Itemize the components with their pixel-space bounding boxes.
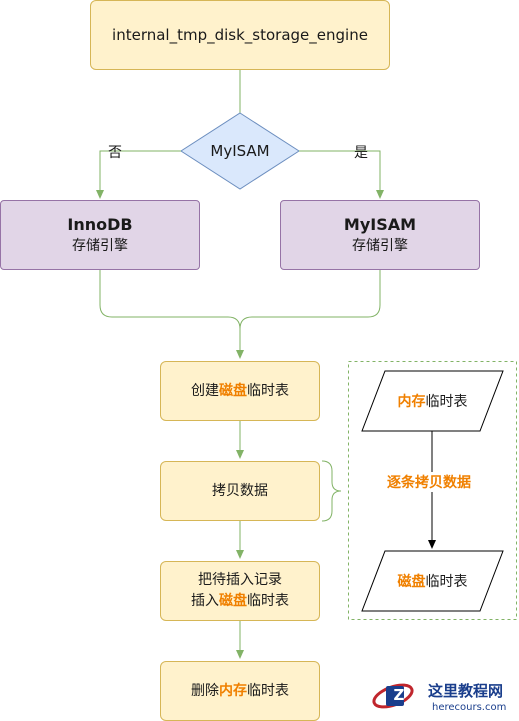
create-prefix: 创建 xyxy=(191,382,219,399)
myisam-engine-box: MyISAM 存储引擎 xyxy=(280,200,480,270)
no-branch-label: 否 xyxy=(108,145,122,161)
insert-highlight: 磁盘 xyxy=(219,593,247,609)
myisam-subtitle: 存储引擎 xyxy=(352,238,408,254)
delete-memory-table-text: 删除内存临时表 xyxy=(191,681,289,702)
innodb-subtitle: 存储引擎 xyxy=(72,238,128,254)
row-copy-label: 逐条拷贝数据 xyxy=(387,472,471,492)
insert-record-line2: 插入磁盘临时表 xyxy=(191,591,289,612)
decision-text: MyISAM xyxy=(210,142,270,160)
insert-record-line1: 把待插入记录 xyxy=(198,572,282,588)
disk-table-shape xyxy=(361,550,504,612)
copy-data-text: 拷贝数据 xyxy=(212,482,268,499)
myisam-title: MyISAM xyxy=(343,215,417,234)
watermark-logo-icon xyxy=(372,683,414,709)
watermark: Z 这里教程网 herecours.com xyxy=(372,678,517,720)
memory-table-shape xyxy=(361,370,504,432)
disk-table-highlight: 磁盘 xyxy=(397,574,426,590)
innodb-title: InnoDB xyxy=(67,215,133,234)
create-highlight: 磁盘 xyxy=(219,382,247,399)
connector-myisam-merge xyxy=(239,270,381,330)
insert-suffix: 临时表 xyxy=(247,593,289,609)
connector-yes-branch xyxy=(299,150,384,199)
engine-setting-text: internal_tmp_disk_storage_engine xyxy=(112,26,368,44)
detail-group-frame xyxy=(348,361,517,620)
decision-label: MyISAM xyxy=(181,113,299,189)
curly-brace xyxy=(321,460,342,522)
delete-prefix: 删除 xyxy=(191,682,219,699)
delete-highlight: 内存 xyxy=(219,682,247,699)
memory-table-label: 内存临时表 xyxy=(362,371,503,431)
create-disk-table-box: 创建磁盘临时表 xyxy=(160,361,320,421)
engine-setting-box: internal_tmp_disk_storage_engine xyxy=(90,0,390,70)
watermark-letter: Z xyxy=(393,686,405,704)
connector-innodb-merge xyxy=(99,270,244,359)
watermark-name: 这里教程网 xyxy=(428,682,504,700)
memory-table-highlight: 内存 xyxy=(397,394,426,410)
watermark-url: herecours.com xyxy=(432,702,507,713)
innodb-engine-box: InnoDB 存储引擎 xyxy=(0,200,200,270)
disk-table-label: 磁盘临时表 xyxy=(362,551,503,611)
create-disk-table-text: 创建磁盘临时表 xyxy=(191,381,289,402)
delete-suffix: 临时表 xyxy=(247,682,289,699)
disk-table-suffix: 临时表 xyxy=(425,574,468,590)
delete-memory-table-box: 删除内存临时表 xyxy=(160,661,320,721)
copy-data-box: 拷贝数据 xyxy=(160,461,320,521)
connector-no-branch xyxy=(96,150,181,199)
insert-prefix: 插入 xyxy=(191,593,219,609)
memory-table-suffix: 临时表 xyxy=(425,394,468,410)
decision-diamond xyxy=(180,112,300,190)
yes-branch-label: 是 xyxy=(354,145,368,161)
create-suffix: 临时表 xyxy=(247,382,289,399)
insert-record-box: 把待插入记录 插入磁盘临时表 xyxy=(160,561,320,621)
